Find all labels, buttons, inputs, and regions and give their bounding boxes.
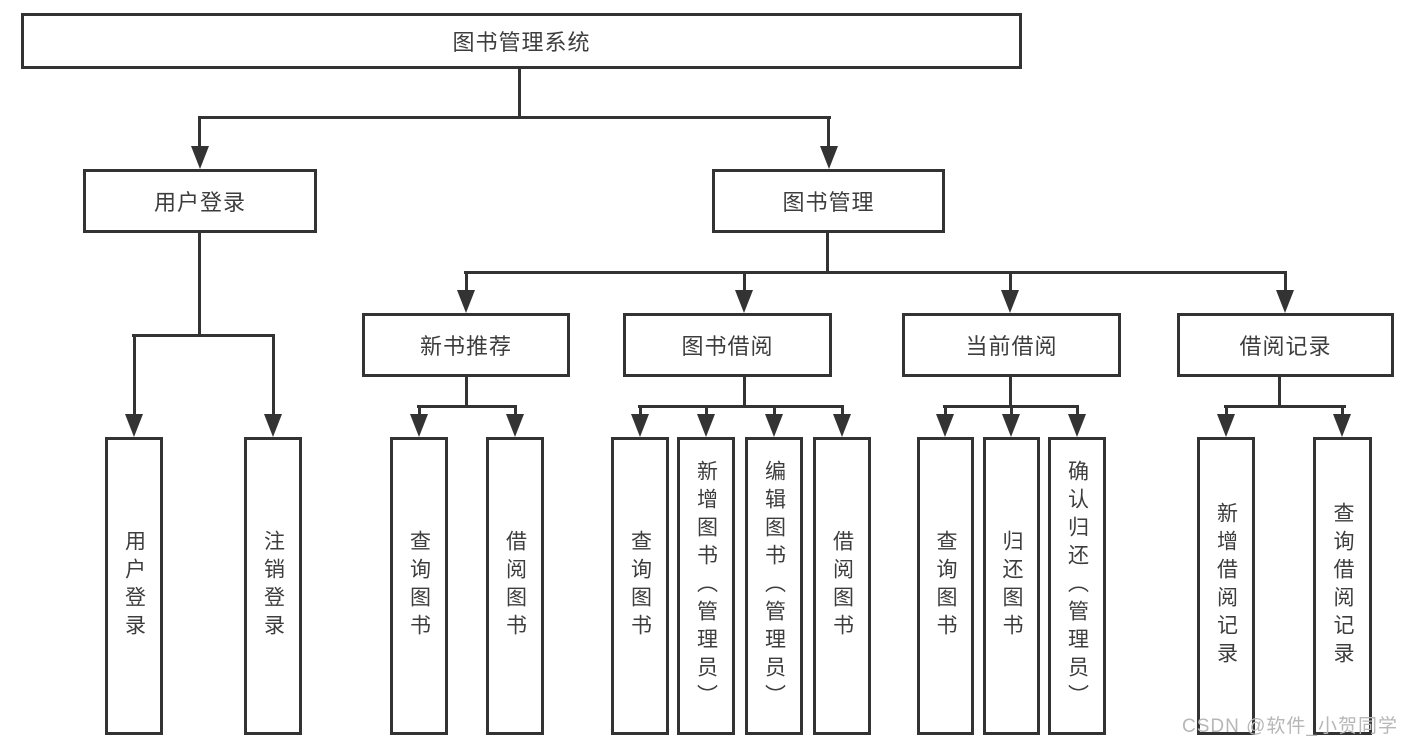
connector-line [272,334,275,416]
arrowhead-down-icon [191,146,209,169]
leaf-user-login: 用户登录 [105,437,163,735]
connector-line [705,405,708,416]
arrowhead-down-icon [697,414,715,437]
connector-line [1009,377,1012,408]
leaf-label: 借阅图书 [830,530,854,642]
leaf-label: 注销登录 [261,530,285,642]
connector-line [518,69,521,119]
arrowhead-down-icon [457,290,475,313]
connector-line [639,405,642,416]
arrowhead-down-icon [1002,414,1020,437]
connector-line [198,116,201,149]
leaf-label: 用户登录 [122,530,146,642]
leaf-add-borrow-record: 新增借阅记录 [1197,437,1255,735]
connector-line [743,377,746,408]
connector-line [132,334,274,337]
leaf-label: 查询图书 [934,530,957,642]
connector-line [1076,405,1079,416]
connector-line [944,405,947,416]
arrowhead-down-icon [125,414,143,437]
connector-line [826,232,829,274]
connector-line [465,377,468,408]
node-label: 图书管理 [782,190,875,215]
node-label: 借阅记录 [1239,334,1332,359]
connector-line [464,271,1286,274]
arrowhead-down-icon [1333,414,1351,437]
node-book-borrowing: 图书借阅 [623,313,832,377]
arrowhead-down-icon [1068,414,1086,437]
leaf-borrow-books-borrowing: 借阅图书 [813,437,871,735]
leaf-query-books-current: 查询图书 [917,437,974,735]
csdn-watermark: CSDN @软件_小贺同学 [1182,716,1398,737]
connector-line [465,271,468,292]
connector-line [827,116,830,149]
leaf-add-books-admin: 新增图书（管理员） [677,437,735,735]
leaf-label: 查询借阅记录 [1331,502,1354,670]
connector-line [1009,271,1012,292]
node-label: 图书管理系统 [452,30,591,55]
arrowhead-down-icon [735,290,753,313]
leaf-edit-books-admin: 编辑图书（管理员） [745,437,803,735]
arrowhead-down-icon [264,414,282,437]
arrowhead-down-icon [765,414,783,437]
leaf-label: 编辑图书（管理员） [762,460,786,712]
node-book-management: 图书管理 [712,169,945,233]
node-label: 新书推荐 [419,334,512,359]
node-borrow-records: 借阅记录 [1177,313,1394,377]
leaf-label: 查询图书 [628,530,652,642]
node-label: 用户登录 [153,190,246,215]
leaf-label: 确认归还（管理员） [1065,460,1089,712]
node-label: 当前借阅 [965,334,1058,359]
connector-line [1225,405,1228,416]
connector-line [743,271,746,292]
connector-line [1224,405,1346,408]
node-new-book-recommend: 新书推荐 [362,313,570,377]
connector-line [1010,405,1013,416]
connector-line [418,405,421,416]
connector-line [841,405,844,416]
arrowhead-down-icon [506,414,524,437]
connector-line [198,116,831,119]
connector-line [417,405,517,408]
connector-line [514,405,517,416]
connector-line [773,405,776,416]
connector-line [1284,271,1287,292]
arrowhead-down-icon [1217,414,1235,437]
node-current-borrowing: 当前借阅 [902,313,1121,377]
arrowhead-down-icon [833,414,851,437]
leaf-label: 查询图书 [407,530,431,642]
arrowhead-down-icon [631,414,649,437]
leaf-label: 归还图书 [1000,530,1023,642]
leaf-confirm-return-admin: 确认归还（管理员） [1048,437,1106,735]
leaf-query-books-borrowing: 查询图书 [611,437,669,735]
leaf-query-books-recommend: 查询图书 [390,437,448,735]
connector-line [133,334,136,416]
leaf-return-books: 归还图书 [983,437,1040,735]
node-root-library-system: 图书管理系统 [21,13,1022,69]
arrowhead-down-icon [936,414,954,437]
leaf-logout: 注销登录 [244,437,302,735]
connector-line [1278,377,1281,408]
arrowhead-down-icon [1001,290,1019,313]
node-label: 图书借阅 [681,334,774,359]
arrowhead-down-icon [820,146,838,169]
leaf-label: 借阅图书 [503,530,527,642]
arrowhead-down-icon [410,414,428,437]
leaf-label: 新增图书（管理员） [694,460,718,712]
connector-line [198,233,201,337]
leaf-label: 新增借阅记录 [1214,502,1238,670]
leaf-borrow-books-recommend: 借阅图书 [486,437,544,735]
leaf-query-borrow-record: 查询借阅记录 [1313,437,1372,735]
arrowhead-down-icon [1276,290,1294,313]
node-user-login: 用户登录 [83,169,317,233]
connector-line [638,405,844,408]
connector-line [1341,405,1344,416]
